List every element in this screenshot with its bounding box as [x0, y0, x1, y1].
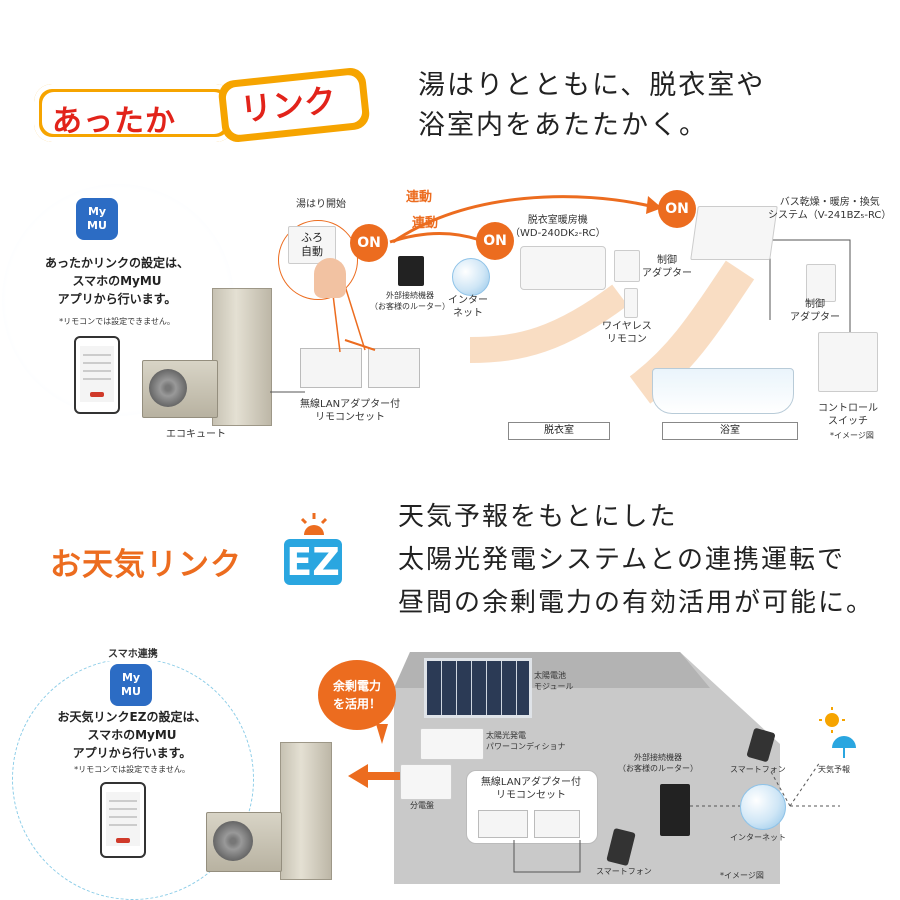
ecocute-heatpump-2: [206, 812, 282, 872]
adapter-label-2: 制御アダプター: [790, 299, 840, 323]
conditioner-label: 太陽光発電パワーコンディショナ: [486, 731, 566, 751]
ecocute-tank: [212, 288, 272, 426]
finger-image: [314, 258, 346, 298]
section2-headline: 天気予報をもとにした 太陽光発電システムとの連携運転で 昼間の余剰電力の有効活用…: [398, 496, 874, 625]
headline-line-2: 浴室内をあたたかく。: [418, 110, 708, 141]
app-setting-note: *リモコンでは設定できません。: [59, 317, 175, 326]
logo-text-atataka: あったか: [52, 104, 176, 139]
ecocute-tank-2: [280, 742, 332, 880]
headline2-line-3: 昼間の余剰電力の有効活用が可能に。: [398, 588, 875, 618]
remote-set-label: 無線LANアダプター付リモコンセット: [300, 399, 401, 423]
remote-1: [300, 348, 362, 388]
furo-auto-button[interactable]: ふろ自動: [288, 226, 336, 264]
room-bath: 浴室: [662, 422, 798, 440]
rendo-label-2: 連動: [406, 190, 433, 205]
wireless-remote-image: [624, 288, 638, 318]
control-switch-image: [818, 332, 878, 392]
remote-2-1: [478, 810, 528, 838]
ecocute-label: エコキュート: [166, 429, 226, 440]
image-note-2: *イメージ図: [720, 871, 764, 880]
wireless-remote-label: ワイヤレスリモコン: [602, 321, 652, 345]
remote-set-label-2: 無線LANアダプター付リモコンセット: [480, 777, 582, 801]
bath-system-label: バス乾燥・暖房・換気システム（V-241BZ₅-RC）: [768, 197, 892, 221]
bath-dryer-unit: [690, 206, 778, 260]
headline-line-1: 湯はりとともに、脱衣室や: [418, 70, 766, 101]
control-adapter-2: [806, 264, 836, 302]
on-badge-2: ON: [476, 222, 514, 260]
on-badge-1: ON: [350, 224, 388, 262]
heater-label: 脱衣室暖房機（WD-240DK₂-RC）: [510, 215, 606, 239]
distribution-board-image: [400, 764, 452, 800]
dressing-room-heater: [520, 246, 606, 290]
control-switch-label: コントロールスイッチ: [818, 403, 878, 427]
room-dressing: 脱衣室: [508, 422, 610, 440]
solar-label: 太陽電池モジュール: [534, 671, 574, 691]
weather-label: 天気予報: [818, 765, 850, 774]
headline2-line-2: 太陽光発電システムとの連携運転で: [398, 545, 845, 575]
router-label-2: 外部接続機器（お客様のルーター）: [618, 753, 698, 773]
internet-globe-icon: [452, 258, 490, 296]
power-conditioner-image: [420, 728, 484, 760]
logo-ez-badge: EZ: [284, 539, 342, 585]
yuhari-label: 湯はり開始: [296, 199, 346, 210]
smartphone-image: [74, 336, 120, 414]
app-setting-note-2: *リモコンでは設定できません。: [74, 765, 190, 774]
internet-label: インターネット: [448, 295, 488, 319]
ecocute-heatpump: [142, 360, 218, 418]
router-image: [398, 256, 424, 286]
smartphone-link-label: スマホ連携: [104, 648, 162, 661]
otenki-link-ez-logo: お天気リンク EZ: [50, 513, 360, 593]
solar-panel-image: [424, 658, 532, 718]
on-badge-3: ON: [658, 190, 696, 228]
router-label: 外部接続機器（お客様のルーター）: [370, 291, 450, 311]
atatakalink-logo: あったか リンク: [34, 66, 371, 154]
router-image-2: [660, 784, 690, 836]
logo-text-otenki: お天気リンク: [50, 547, 242, 583]
surplus-arrow: [348, 724, 400, 788]
headline2-line-1: 天気予報をもとにした: [398, 502, 678, 532]
smartphone-label-1: スマートフォン: [730, 765, 786, 774]
bathtub-image: [652, 368, 794, 414]
sun-icon: [300, 513, 328, 535]
remote-2-2: [534, 810, 580, 838]
smartphone-label-2: スマートフォン: [596, 867, 652, 876]
weather-icon: [819, 707, 856, 758]
image-note-1: *イメージ図: [830, 431, 874, 440]
adapter-label-1: 制御アダプター: [642, 255, 692, 279]
surplus-power-bubble: 余剰電力を活用！: [318, 660, 396, 730]
internet-label-2: インターネット: [730, 833, 786, 842]
logo-frame-left: [34, 84, 234, 142]
rendo-label-1: 連動: [412, 216, 439, 231]
distribution-label: 分電盤: [410, 801, 434, 810]
control-adapter-1: [614, 250, 640, 282]
remote-2: [368, 348, 420, 388]
section1-headline: 湯はりとともに、脱衣室や 浴室内をあたたかく。: [418, 66, 765, 146]
section2-lines: [513, 761, 840, 873]
smartphone-image-2: [100, 782, 146, 858]
internet-globe-icon-2: [740, 784, 786, 830]
